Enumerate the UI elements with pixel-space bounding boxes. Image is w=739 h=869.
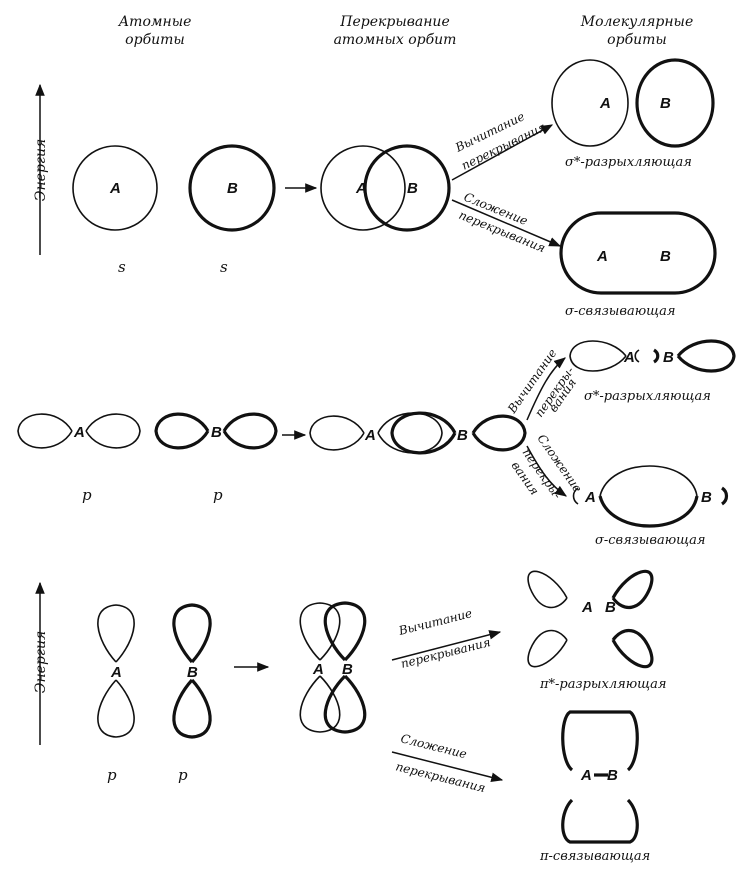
- p-horizontal-atom-b: B: [211, 424, 222, 441]
- caption-sigma-bond-p: σ-связывающая: [595, 533, 706, 548]
- sigma-anti-s-atom-b: B: [660, 95, 671, 112]
- sigma-bond-s-atom-a: A: [596, 248, 608, 265]
- p-orbital-b-horizontal: [154, 412, 278, 450]
- sigma-bond-p-atom-a: A: [584, 489, 596, 506]
- overlap-p-sigma-atom-a: A: [364, 427, 376, 444]
- overlap-s-atom-b: B: [407, 180, 418, 197]
- overlap-s-a: [320, 145, 406, 231]
- sigma-anti-s-lobe-a: [551, 59, 629, 147]
- arrow-subtract-p-sigma: [526, 357, 566, 421]
- atom-a-label: A: [109, 180, 121, 197]
- subtract-pi-line2: перекрывания: [399, 635, 492, 671]
- p-label-b-2: p: [178, 766, 188, 784]
- p-orbital-a-vertical: [97, 604, 135, 738]
- p-horizontal-atom-a: A: [73, 424, 85, 441]
- sigma-anti-p-atom-b: B: [663, 349, 674, 366]
- arrow-add-pi: [391, 751, 504, 782]
- arrow-add-s: [451, 199, 562, 247]
- caption-pi-anti: π*-разрыхляющая: [539, 677, 667, 692]
- sigma-bond-p-orbital: [572, 465, 729, 528]
- overlap-p-pi-atom-b: B: [342, 661, 353, 678]
- caption-sigma-anti-p: σ*-разрыхляющая: [584, 389, 711, 404]
- sigma-anti-p-orbital: [569, 339, 736, 373]
- caption-sigma-bond-s: σ-связывающая: [565, 304, 676, 319]
- p-vertical-atom-a: A: [110, 664, 122, 681]
- s-orbital-b: [188, 144, 276, 232]
- caption-sigma-anti-s: σ*-разрыхляющая: [565, 155, 692, 170]
- p-orbital-b-vertical: [172, 603, 212, 739]
- arrow-subtract-s: [451, 124, 554, 181]
- p-label-a-2: p: [107, 766, 117, 784]
- overlap-p-sigma-atom-b: B: [457, 427, 468, 444]
- sigma-bond-s-orbital: [559, 211, 717, 295]
- sigma-anti-p-atom-a: A: [623, 349, 635, 366]
- caption-pi-bond: π-связывающая: [539, 849, 650, 864]
- overlap-p-sigma: [309, 411, 527, 455]
- energy-axis-top: Энергия: [33, 83, 49, 255]
- energy-label-bottom: Энергия: [33, 631, 49, 694]
- p-label-a-1: p: [82, 486, 92, 504]
- arrow-add-p-sigma: [526, 445, 567, 497]
- pi-bond-atom-b: B: [607, 767, 618, 784]
- header-atomic-line1: Атомные: [118, 14, 192, 30]
- sigma-bond-s-atom-b: B: [660, 248, 671, 265]
- overlap-p-pi: [299, 601, 367, 734]
- overlap-p-pi-atom-a: A: [312, 661, 324, 678]
- header-molecular-line1: Молекулярные: [580, 14, 694, 30]
- header-molecular-line2: орбиты: [607, 32, 667, 48]
- s-label-a: s: [118, 258, 126, 276]
- energy-axis-bottom: Энергия: [33, 581, 49, 745]
- s-label-b: s: [220, 258, 228, 276]
- pi-bond-atom-a: A: [580, 767, 592, 784]
- s-orbital-a: [72, 145, 158, 231]
- arrow-subtract-pi: [391, 630, 502, 661]
- energy-label-top: Энергия: [33, 139, 49, 202]
- pi-anti-atom-b: B: [605, 599, 616, 616]
- sigma-anti-s-atom-a: A: [599, 95, 611, 112]
- p-orbital-a-horizontal: [17, 413, 141, 449]
- sigma-bond-p-atom-b: B: [701, 489, 712, 506]
- p-label-b-1: p: [213, 486, 223, 504]
- pi-anti-orbital: [527, 569, 654, 669]
- atom-b-label: B: [227, 180, 238, 197]
- pi-bond-orbital: [561, 710, 639, 844]
- p-vertical-atom-b: B: [187, 664, 198, 681]
- header-atomic-line2: орбиты: [125, 32, 185, 48]
- overlap-s-b: [363, 144, 451, 232]
- sigma-anti-s-lobe-b: [635, 58, 715, 148]
- header-overlap-line2: атомных орбит: [334, 32, 457, 48]
- subtract-pi-line1: Вычитание: [396, 606, 473, 638]
- header-overlap-line1: Перекрывание: [339, 14, 449, 30]
- overlap-s-atom-a: A: [355, 180, 367, 197]
- pi-anti-atom-a: A: [581, 599, 593, 616]
